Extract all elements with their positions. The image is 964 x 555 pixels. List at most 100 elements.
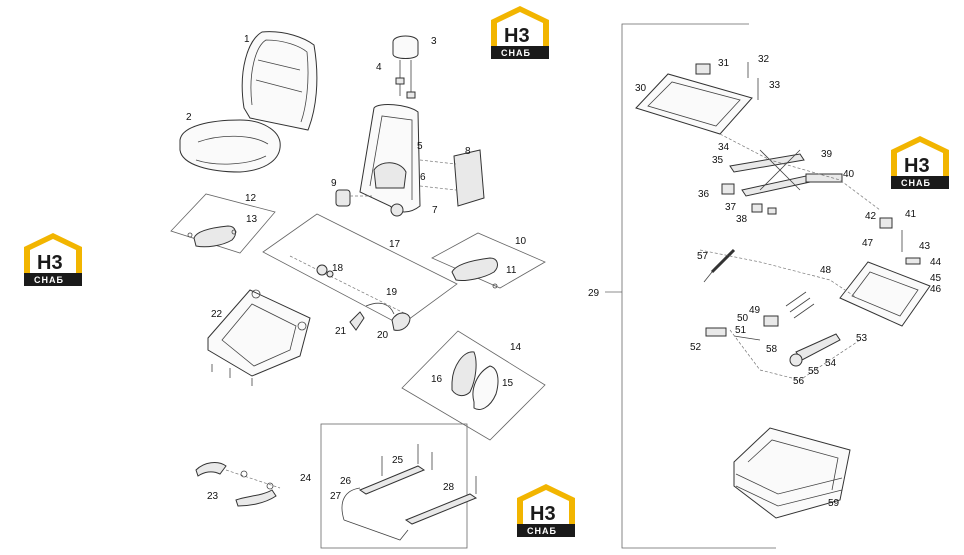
callout-44: 44 <box>930 257 942 268</box>
callout-30: 30 <box>635 83 647 94</box>
logo-banner <box>517 524 575 537</box>
scissor-mechanism <box>721 149 843 215</box>
callout-19: 19 <box>386 287 398 298</box>
callout-37: 37 <box>725 202 737 213</box>
suspension-frame <box>621 23 776 549</box>
adjust-knob <box>335 189 351 207</box>
h3-snab-logo: H3 СНАБ <box>24 233 82 286</box>
callout-56: 56 <box>793 376 805 387</box>
callout-40: 40 <box>843 169 855 180</box>
callout-59: 59 <box>828 498 840 509</box>
callout-20: 20 <box>377 330 389 341</box>
logo-banner <box>491 46 549 59</box>
callout-47: 47 <box>862 238 874 249</box>
logo-inner-shape <box>897 142 943 176</box>
headrest <box>392 35 419 99</box>
callout-12: 12 <box>245 193 257 204</box>
callout-45: 45 <box>930 273 942 284</box>
gas-spring <box>703 248 736 283</box>
callout-57: 57 <box>697 251 709 262</box>
seat-base-frame <box>207 289 311 386</box>
backrest-frame <box>359 104 421 217</box>
callout-14: 14 <box>510 342 522 353</box>
callout-11: 11 <box>506 265 517 276</box>
callout-26: 26 <box>340 476 352 487</box>
logo-sub: СНАБ <box>34 275 64 285</box>
callout-33: 33 <box>769 80 781 91</box>
callout-2: 2 <box>186 112 192 123</box>
callout-13: 13 <box>246 214 258 225</box>
callout-58: 58 <box>766 344 778 355</box>
logo-inner-shape <box>30 239 76 273</box>
callout-16: 16 <box>431 374 443 385</box>
callout-51: 51 <box>735 325 747 336</box>
callout-8: 8 <box>465 146 471 157</box>
callout-38: 38 <box>736 214 748 225</box>
callout-3: 3 <box>431 36 437 47</box>
callout-53: 53 <box>856 333 868 344</box>
top-plate <box>635 62 759 135</box>
callout-35: 35 <box>712 155 724 166</box>
callout-54: 54 <box>825 358 837 369</box>
callout-55: 55 <box>808 366 820 377</box>
callout-15: 15 <box>502 378 514 389</box>
callout-36: 36 <box>698 189 710 200</box>
logo-sub: СНАБ <box>901 178 931 188</box>
base-plate <box>839 217 931 327</box>
callout-18: 18 <box>332 263 344 274</box>
callout-29: 29 <box>588 288 600 299</box>
lumbar-support <box>453 149 485 207</box>
callout-49: 49 <box>749 305 761 316</box>
callout-17: 17 <box>389 239 401 250</box>
side-covers <box>451 351 499 410</box>
logo-sub: СНАБ <box>527 526 557 536</box>
logo-mark: H3 <box>504 25 530 47</box>
logo-banner <box>891 176 949 189</box>
slide-rail-frame <box>320 423 468 549</box>
logo-mark: H3 <box>37 252 63 274</box>
springs-and-links <box>705 291 841 367</box>
seat-cushion <box>179 119 281 173</box>
callout-24: 24 <box>300 473 312 484</box>
bellows-cover <box>733 427 851 519</box>
callout-34: 34 <box>718 142 730 153</box>
recline-lever-assembly <box>195 462 281 507</box>
callout-48: 48 <box>820 265 832 276</box>
callout-28: 28 <box>443 482 455 493</box>
callout-1: 1 <box>244 34 250 45</box>
seat-adjust-frame <box>262 213 458 326</box>
callout-9: 9 <box>331 178 337 189</box>
logo-inner-shape <box>497 12 543 46</box>
logo-banner <box>24 273 82 286</box>
dashed-guides <box>699 133 881 381</box>
callout-46: 46 <box>930 284 942 295</box>
h3-snab-logo: H3 СНАБ <box>891 136 949 189</box>
seat-adjust-parts <box>289 255 411 331</box>
callout-4: 4 <box>376 62 382 73</box>
callout-21: 21 <box>335 326 347 337</box>
callout-31: 31 <box>718 58 730 69</box>
logo-mark: H3 <box>904 155 930 177</box>
slide-rails <box>341 444 478 541</box>
callout-23: 23 <box>207 491 219 502</box>
side-cover-frame <box>401 330 546 441</box>
callout-22: 22 <box>211 309 223 320</box>
callout-41: 41 <box>905 209 917 220</box>
logo-sub: СНАБ <box>501 48 531 58</box>
callout-43: 43 <box>919 241 931 252</box>
callout-6: 6 <box>420 172 426 183</box>
callout-42: 42 <box>865 211 877 222</box>
logo-inner-shape <box>523 490 569 524</box>
callout-39: 39 <box>821 149 833 160</box>
backrest-cushion <box>241 31 318 131</box>
logo-mark: H3 <box>530 503 556 525</box>
callout-27: 27 <box>330 491 342 502</box>
callout-10: 10 <box>515 236 527 247</box>
armrest-right <box>451 257 498 289</box>
callout-labels: 1 2 3 4 5 6 7 8 9 10 11 12 13 14 15 16 1… <box>186 34 942 509</box>
armrest-left <box>187 225 237 248</box>
callout-50: 50 <box>737 313 749 324</box>
callout-25: 25 <box>392 455 404 466</box>
h3-snab-logo: H3 СНАБ <box>491 6 549 59</box>
